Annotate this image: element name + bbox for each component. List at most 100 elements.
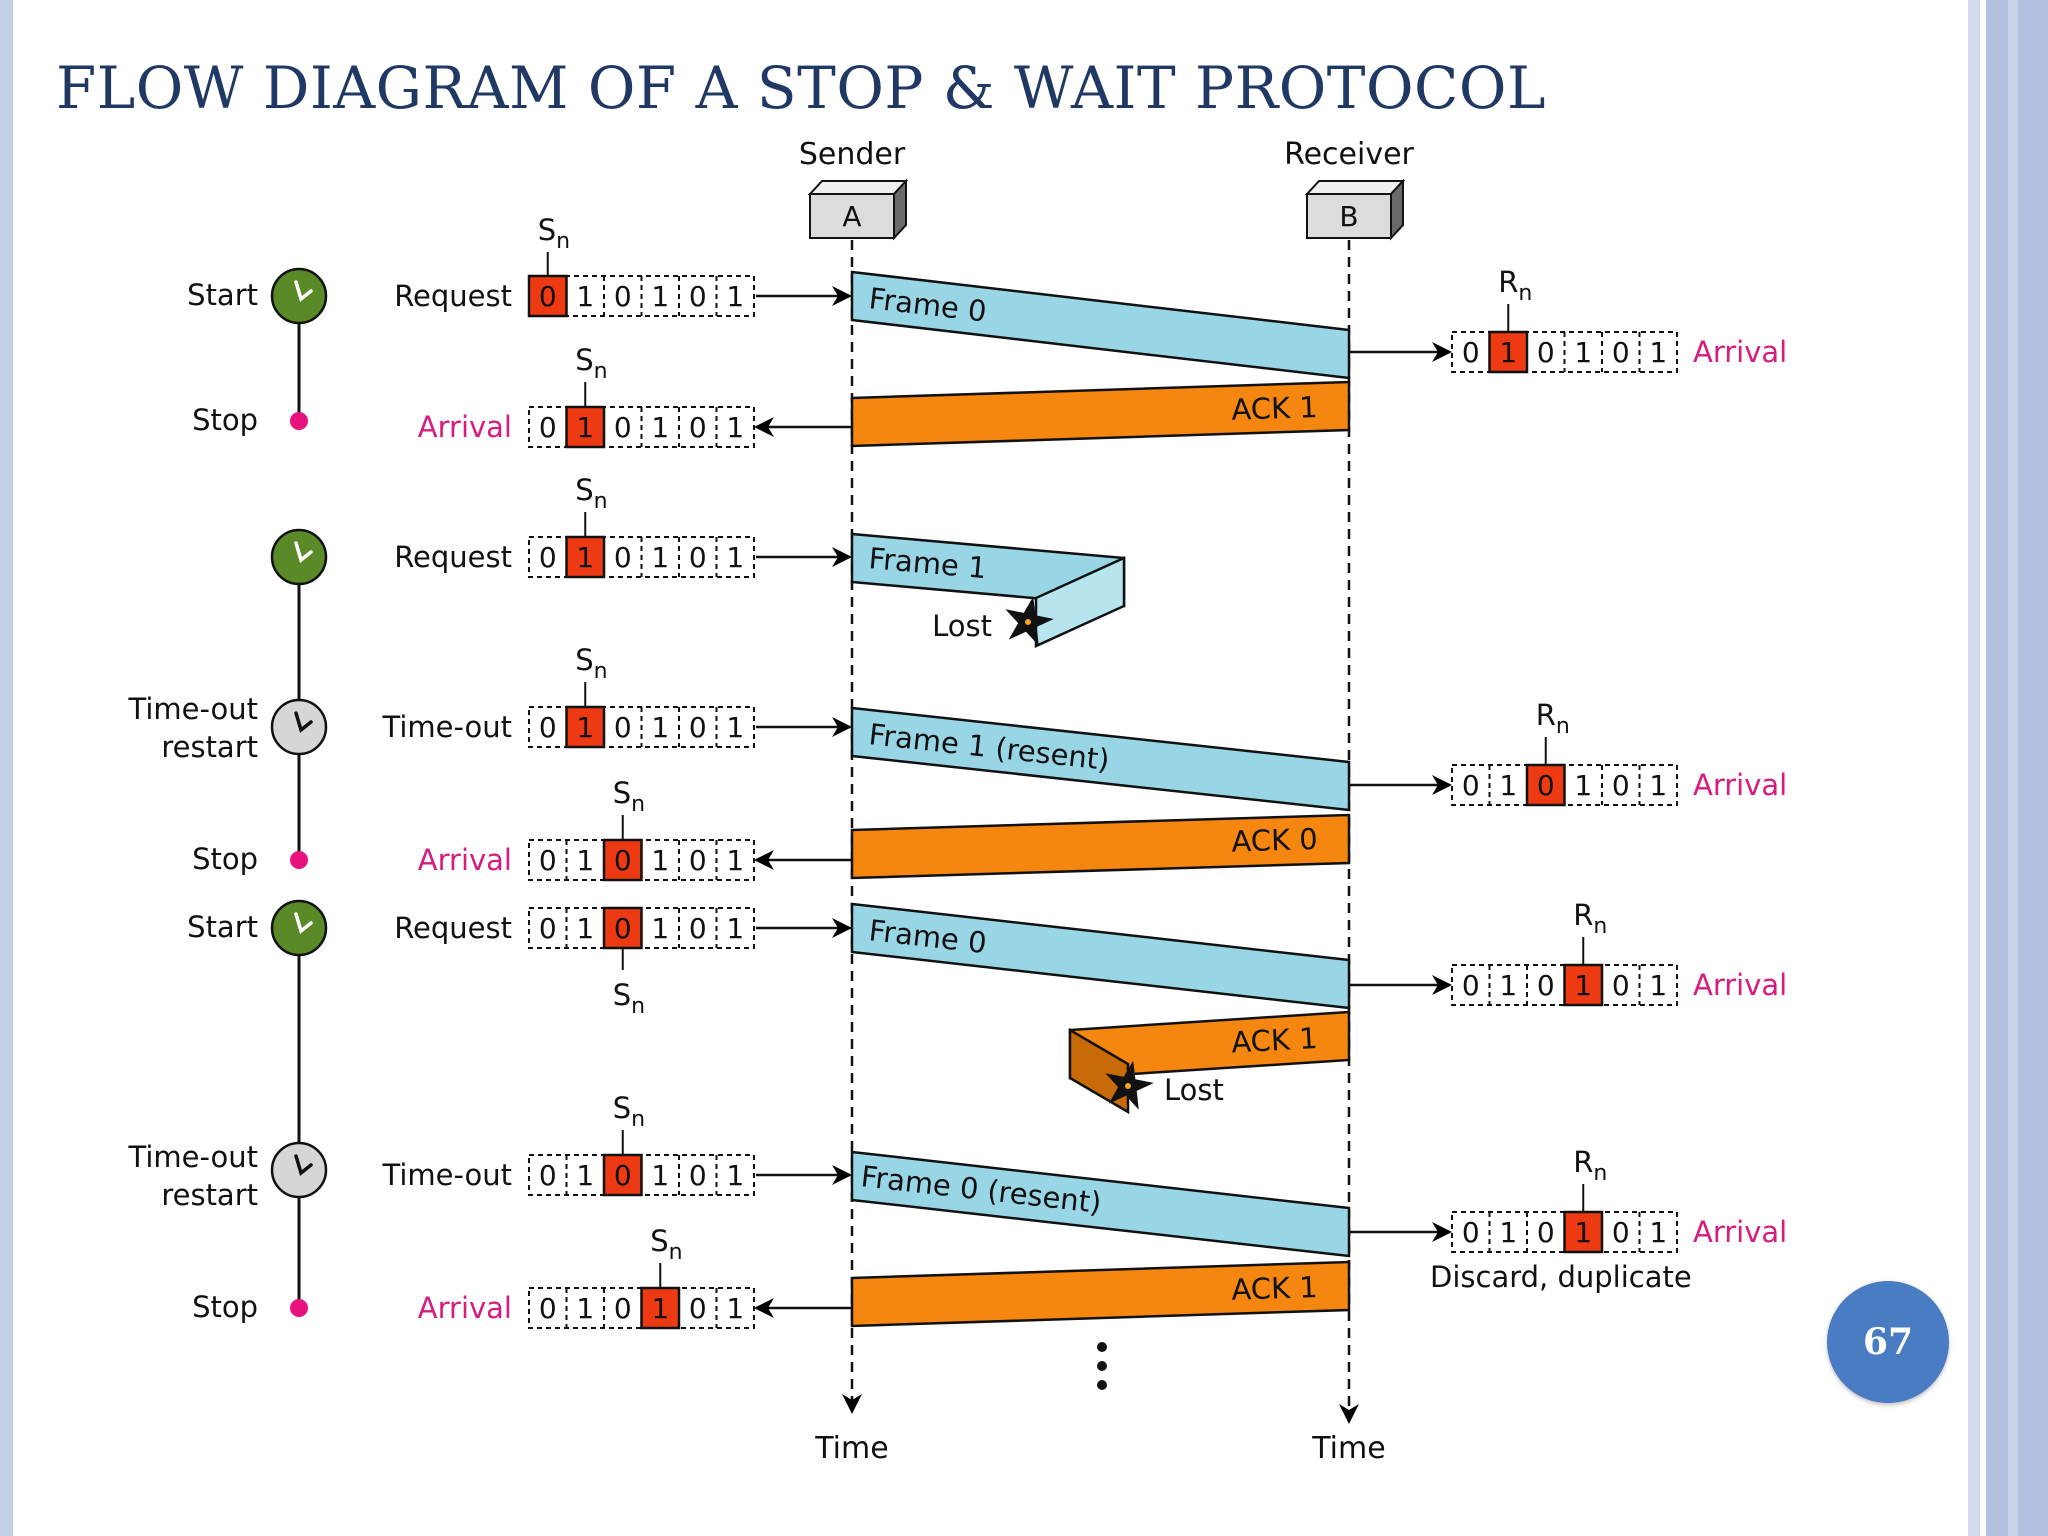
sequence-bit: 0 — [1612, 336, 1630, 369]
clock-hands-icon — [294, 541, 313, 563]
sequence-bit: 1 — [1499, 769, 1517, 802]
timer-label: Time-out — [128, 1140, 258, 1174]
sequence-bit: 1 — [726, 280, 744, 313]
sequence-bit: 1 — [576, 1159, 594, 1192]
sequence-bit: 0 — [1462, 769, 1480, 802]
sequence-bit: 1 — [576, 411, 594, 444]
sequence-bit: 0 — [1537, 969, 1555, 1002]
frame-band — [850, 1150, 1351, 1258]
sequence-bit: 0 — [614, 844, 632, 877]
sequence-variable-label: Rn — [1573, 1145, 1607, 1186]
sequence-bit: 0 — [1537, 336, 1555, 369]
sequence-bit: 0 — [689, 1292, 707, 1325]
receiver-box-letter: B — [1339, 200, 1358, 233]
ack-band-label: ACK 1 — [1231, 390, 1318, 427]
ack-band-label: ACK 0 — [1231, 822, 1318, 859]
window-cell-highlight — [1525, 763, 1566, 807]
sequence-bit: 0 — [539, 1292, 557, 1325]
timer-stop-dot — [290, 851, 308, 869]
sequence-bit: 1 — [1649, 769, 1667, 802]
sequence-bit: 1 — [651, 844, 669, 877]
sequence-bit: 0 — [689, 711, 707, 744]
sequence-bit: 0 — [1537, 769, 1555, 802]
sequence-variable-label: Rn — [1536, 698, 1570, 739]
sequence-bit: 0 — [1462, 969, 1480, 1002]
sender-box-letter: A — [842, 200, 861, 233]
sender-arrival-label: Arrival — [418, 1291, 512, 1325]
sequence-bit: 1 — [726, 1159, 744, 1192]
sequence-variable-label: Sn — [575, 473, 607, 514]
sequence-bit: 0 — [539, 541, 557, 574]
timer-label: Stop — [192, 1290, 258, 1324]
slide-right-border — [1968, 0, 2048, 1536]
lost-star-center — [1125, 1083, 1131, 1089]
sequence-bit: 0 — [539, 280, 557, 313]
sender-event-label: Request — [394, 911, 512, 945]
frame-band — [850, 902, 1351, 1010]
sequence-bit: 0 — [614, 1159, 632, 1192]
window-cell-highlight — [565, 405, 606, 449]
sequence-bit: 0 — [614, 411, 632, 444]
receiver-box-top — [1304, 180, 1406, 195]
sequence-bit: 1 — [576, 912, 594, 945]
sequence-variable-label: Sn — [613, 1091, 645, 1132]
sequence-bit: 1 — [1649, 336, 1667, 369]
continuation-dot — [1097, 1342, 1107, 1352]
window-cell-highlight — [640, 1286, 681, 1330]
sequence-bit: 1 — [651, 711, 669, 744]
sender-label: Sender — [799, 137, 906, 172]
receiver-arrival-label: Arrival — [1693, 968, 1787, 1002]
sequence-bit: 1 — [726, 711, 744, 744]
sequence-bit: 1 — [726, 411, 744, 444]
sequence-bit: 0 — [539, 844, 557, 877]
slide-left-border — [0, 0, 13, 1536]
sequence-variable-label: Rn — [1573, 898, 1607, 939]
sequence-bit: 0 — [539, 912, 557, 945]
ack-band — [850, 1260, 1351, 1328]
page-number-badge: 67 — [1827, 1281, 1949, 1403]
timer-label: restart — [161, 730, 258, 764]
sequence-bit: 0 — [689, 1159, 707, 1192]
sequence-bit: 1 — [576, 711, 594, 744]
sender-arrival-label: Arrival — [418, 410, 512, 444]
sequence-bit: 0 — [1537, 1216, 1555, 1249]
continuation-dot — [1097, 1380, 1107, 1390]
sequence-bit: 0 — [689, 912, 707, 945]
sender-event-label: Time-out — [382, 710, 512, 744]
timer-label: Stop — [192, 842, 258, 876]
timer-label: Start — [187, 278, 258, 312]
lost-label: Lost — [932, 609, 992, 643]
sequence-bit: 1 — [651, 411, 669, 444]
clock-hands-icon — [294, 912, 313, 934]
timer-stop-dot — [290, 412, 308, 430]
sequence-bit: 0 — [1462, 336, 1480, 369]
window-cell-highlight — [565, 535, 606, 579]
lost-frame-fold — [1034, 556, 1126, 648]
sender-box-top — [807, 180, 909, 195]
sequence-bit: 1 — [576, 280, 594, 313]
sequence-variable-label: Rn — [1498, 265, 1532, 306]
sequence-bit: 1 — [726, 1292, 744, 1325]
sequence-bit: 0 — [1462, 1216, 1480, 1249]
sequence-bit: 0 — [539, 1159, 557, 1192]
receiver-arrival-label: Arrival — [1693, 1215, 1787, 1249]
sequence-bit: 1 — [726, 844, 744, 877]
sequence-variable-label: Sn — [575, 643, 607, 684]
clock-hands-icon — [294, 1154, 313, 1176]
sequence-bit: 0 — [1612, 969, 1630, 1002]
sequence-variable-label: Sn — [575, 343, 607, 384]
discard-duplicate-note: Discard, duplicate — [1430, 1260, 1692, 1294]
sequence-bit: 1 — [576, 541, 594, 574]
ack-band — [850, 380, 1351, 448]
lost-ack-fold — [1068, 1027, 1130, 1115]
window-cell-highlight — [565, 705, 606, 749]
sender-event-label: Time-out — [382, 1158, 512, 1192]
continuation-dot — [1097, 1361, 1107, 1371]
sender-arrival-label: Arrival — [418, 843, 512, 877]
